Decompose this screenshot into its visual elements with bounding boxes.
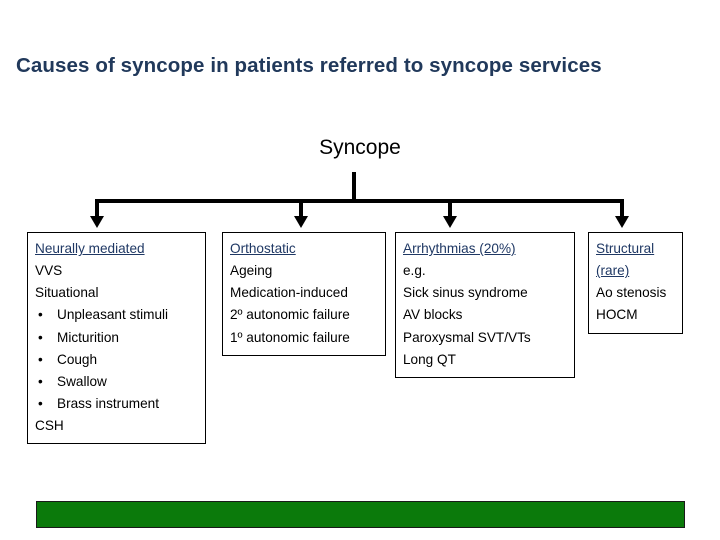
arrow-head-icon-1 (294, 216, 308, 228)
category-box-arrhythmias: Arrhythmias (20%) e.g. Sick sinus syndro… (395, 232, 575, 378)
category-heading: Neurally mediated (35, 241, 145, 256)
category-heading: Structural (rare) (596, 241, 655, 279)
connector-stem-vertical (352, 172, 356, 201)
category-line: Situational (35, 285, 99, 301)
bullet-glyph-icon: • (38, 373, 43, 389)
category-bullet-label: Brass instrument (57, 396, 159, 412)
category-line: HOCM (596, 307, 638, 323)
category-line: e.g. (403, 263, 426, 279)
category-line: Long QT (403, 351, 456, 367)
category-line: Sick sinus syndrome (403, 285, 528, 301)
category-bullet-item: • Swallow (35, 371, 198, 393)
footer-accent-bar (36, 501, 685, 528)
category-line: Ao stenosis (596, 285, 667, 301)
connector-drop-2 (448, 201, 452, 217)
connector-drop-0 (95, 201, 99, 217)
category-line: 2º autonomic failure (230, 307, 350, 323)
category-bullet-item: • Brass instrument (35, 393, 198, 415)
category-bullet-label: Swallow (57, 373, 107, 389)
category-line: Paroxysmal SVT/VTs (403, 329, 531, 345)
connector-drop-1 (299, 201, 303, 217)
category-box-structural: Structural (rare) Ao stenosis HOCM (588, 232, 683, 334)
category-line: Medication-induced (230, 285, 348, 301)
bullet-glyph-icon: • (38, 396, 43, 412)
arrow-head-icon-0 (90, 216, 104, 228)
category-line: AV blocks (403, 307, 463, 323)
category-line: Ageing (230, 263, 273, 279)
arrow-head-icon-2 (443, 216, 457, 228)
category-box-orthostatic: Orthostatic Ageing Medication-induced 2º… (222, 232, 386, 356)
category-bullet-label: Unpleasant stimuli (57, 307, 169, 323)
category-heading: Arrhythmias (20%) (403, 241, 516, 256)
category-heading: Orthostatic (230, 241, 296, 256)
category-bullet-item: • Unpleasant stimuli (35, 304, 198, 326)
bullet-glyph-icon: • (38, 351, 43, 367)
category-line: 1º autonomic failure (230, 329, 350, 345)
connector-horizontal-bus (95, 199, 624, 203)
page-title: Causes of syncope in patients referred t… (16, 54, 602, 77)
arrow-head-icon-3 (615, 216, 629, 228)
category-bullet-label: Micturition (57, 329, 119, 345)
category-line: CSH (35, 418, 64, 434)
connector-drop-3 (620, 201, 624, 217)
category-bullet-item: • Cough (35, 349, 198, 371)
category-bullet-label: Cough (57, 351, 98, 367)
bullet-glyph-icon: • (38, 307, 43, 323)
diagram-root-label: Syncope (319, 136, 401, 159)
category-box-neurally-mediated: Neurally mediated VVS Situational • Unple… (27, 232, 206, 445)
category-line: VVS (35, 263, 63, 279)
bullet-glyph-icon: • (38, 329, 43, 345)
category-bullet-item: • Micturition (35, 327, 198, 349)
